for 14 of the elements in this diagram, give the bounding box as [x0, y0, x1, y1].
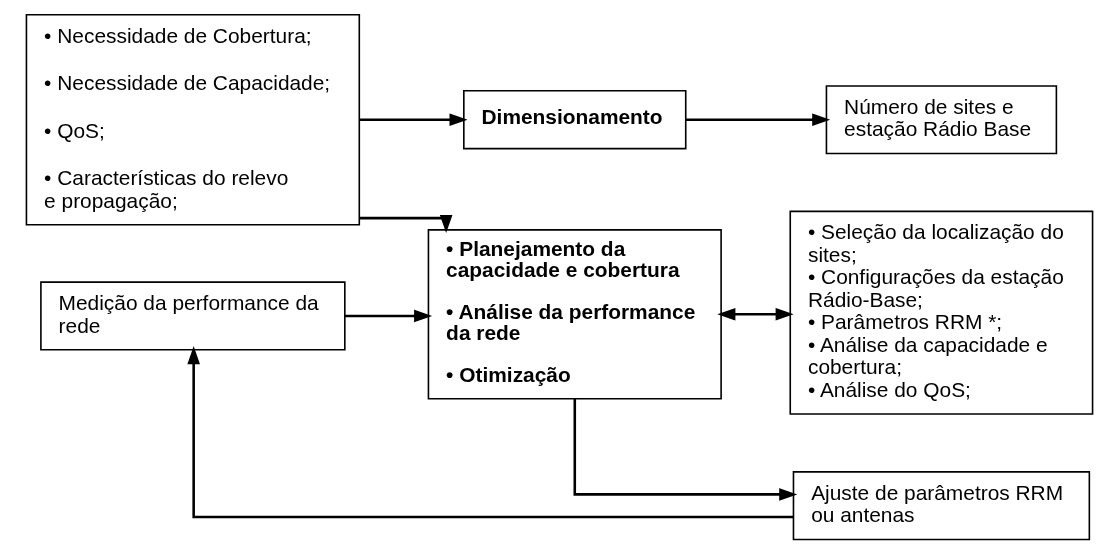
node-box: Medição da performance da rede: [39, 281, 346, 351]
node-box: Número de sites e estação Rádio Base: [825, 85, 1057, 155]
arrow: [359, 215, 452, 234]
node-box: • Planejamento da capacidade e cobertura • Análise da performance da rede • Otimização: [427, 229, 722, 400]
arrow: [359, 113, 468, 127]
arrow: [344, 309, 432, 323]
node-box: • Seleção da localização do sites; • Configurações da estação Rádio-Base; • Parâmetros RRM *; • Análise da capacidade e cobertura; • Análise do QoS;: [788, 210, 1093, 415]
node-box: • Necessidade de Cobertura; • Necessidade de Capacidade; • QoS; • Características do relevo e propagação;: [25, 13, 360, 226]
arrow: [186, 346, 793, 519]
node-box: Ajuste de parâmetros RRM ou antenas: [792, 471, 1090, 541]
arrow: [685, 113, 830, 127]
arrow: [716, 308, 794, 321]
arrow: [573, 399, 797, 501]
node-box: Dimensionamento: [462, 90, 687, 150]
